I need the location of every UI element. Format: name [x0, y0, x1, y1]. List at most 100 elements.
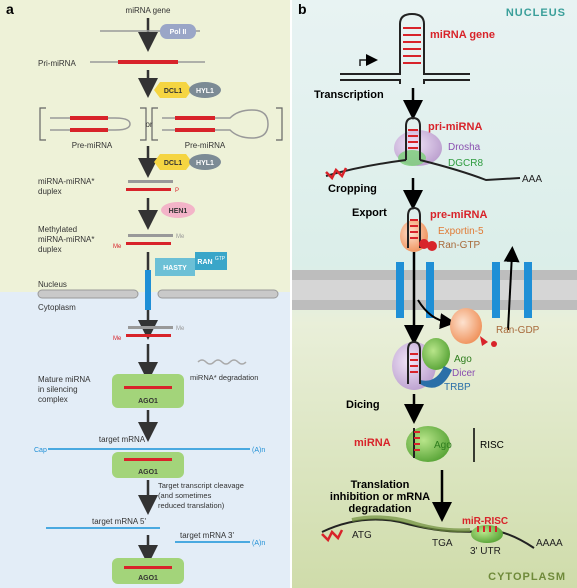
polya-label: (A)n	[252, 447, 265, 454]
hen1-label: HEN1	[169, 208, 188, 215]
pri-mirna-label: Pri-miRNA	[38, 59, 76, 68]
fragment-3-label: target mRNA 3'	[180, 531, 234, 540]
hairpin-rna-icon	[50, 116, 131, 132]
hairpin-rna-icon	[405, 116, 421, 160]
cap-label: Cap	[34, 447, 47, 454]
svg-text:Me: Me	[113, 336, 122, 342]
cleavage-label-line1: Target transcript cleavage	[158, 481, 244, 490]
mirna-gene-label: miRNA gene	[126, 6, 171, 15]
mirna-strand	[124, 458, 172, 461]
recycle-arrow	[503, 246, 520, 331]
fragment-5-label: target mRNA 5'	[92, 517, 146, 526]
polya-label: (A)n	[252, 540, 265, 547]
dgcr8-label: DGCR8	[448, 158, 483, 169]
ago1-label: AGO1	[138, 575, 158, 582]
hairpin-rna-icon	[162, 109, 269, 139]
methyl-label-line3: duplex	[38, 245, 62, 254]
mir-risc-label: miR-RISC	[462, 516, 508, 527]
hyl1-protein	[189, 82, 221, 98]
translation-label-line1: Translation	[351, 479, 410, 491]
aaaa-label: AAAA	[536, 538, 563, 549]
pre-mirna-label-right: Pre-miRNA	[185, 141, 226, 150]
dicing-label: Dicing	[346, 399, 380, 411]
duplex-label-line2: duplex	[38, 187, 62, 196]
aaa-label: AAA	[522, 174, 542, 185]
nuclear-pore-icon	[492, 262, 500, 318]
svg-text:Me: Me	[176, 326, 185, 332]
hyl1-protein	[189, 154, 221, 170]
duplex-label-line1: miRNA-miRNA*	[38, 177, 94, 186]
pre-mirna-label: pre-miRNA	[430, 209, 488, 221]
hairpin-rna-icon	[340, 12, 470, 84]
gtp-label: GTP	[215, 256, 226, 262]
mirna-teeth	[414, 431, 420, 451]
ago-protein	[406, 426, 450, 462]
or-label: or	[145, 120, 152, 129]
mirna-strand	[124, 566, 172, 569]
dcl1-protein	[154, 154, 192, 170]
hen1-protein	[161, 202, 195, 218]
nucleus-title: NUCLEUS	[506, 7, 566, 19]
mirna-strand	[124, 386, 172, 389]
bracket-left-close	[140, 107, 147, 141]
svg-text:Me: Me	[113, 244, 122, 250]
trbp-label: TRBP	[444, 382, 471, 393]
degraded-strand	[197, 359, 247, 365]
cytoplasm-title: CYTOPLASM	[488, 571, 566, 583]
ran-gtp-protein	[419, 239, 429, 249]
pre-mirna-label-left: Pre-miRNA	[72, 141, 113, 150]
atg-label: ATG	[352, 530, 372, 541]
dicer-label: Dicer	[452, 368, 476, 379]
mirna-teeth	[477, 526, 497, 532]
dcl1-label: DCL1	[164, 88, 182, 95]
panel-a-letter: a	[6, 1, 14, 17]
mirna-label: miRNA	[354, 437, 391, 449]
risc-label: RISC	[480, 440, 504, 451]
ran-protein	[195, 252, 227, 270]
transcription-label: Transcription	[314, 89, 384, 101]
ago-label: Ago	[434, 440, 452, 451]
pri-mirna-red-region	[118, 60, 178, 64]
bracket-right-open	[151, 107, 158, 141]
ago1-complex	[112, 558, 184, 584]
nuclear-pore-icon	[524, 262, 532, 318]
target-mrna-label: target mRNA	[99, 435, 146, 444]
panel-b: b NUCLEUS miRNA gene Transcription	[292, 0, 577, 588]
mature-label-line1: Mature miRNA	[38, 375, 91, 384]
trbp-protein	[420, 366, 452, 388]
ran-label: RAN	[197, 259, 212, 266]
membrane-icon	[157, 289, 279, 299]
cleavage-label-line2: (and sometimes	[158, 491, 212, 500]
pol2-protein	[160, 24, 196, 39]
nuclear-pore-icon	[145, 270, 151, 310]
cap-marker	[325, 167, 348, 181]
degradation-label: miRNA* degradation	[190, 373, 258, 382]
dcl1-protein	[154, 82, 192, 98]
ran-gdp-red	[480, 336, 488, 346]
export-label: Export	[352, 207, 387, 219]
translation-label-line3: degradation	[349, 503, 412, 515]
recycle-arrow	[417, 299, 456, 330]
methyl-label-line1: Methylated	[38, 225, 77, 234]
svg-text:P: P	[175, 188, 179, 194]
tga-label: TGA	[432, 538, 453, 549]
cap-marker	[321, 529, 344, 543]
cds-region	[351, 515, 471, 533]
methyl-label-line2: miRNA-miRNA*	[38, 235, 94, 244]
hasty-label: HASTY	[163, 265, 187, 272]
ago-protein	[422, 338, 450, 370]
svg-text:Me: Me	[176, 234, 185, 240]
mirna-gene-label: miRNA gene	[430, 29, 495, 41]
ran-gdp-red	[491, 341, 497, 347]
cytoplasm-label: Cytoplasm	[38, 303, 76, 312]
utr-label: 3' UTR	[470, 546, 501, 557]
nuclear-pore-icon	[396, 262, 404, 318]
ago1-complex	[112, 374, 184, 408]
panel-b-letter: b	[298, 1, 307, 17]
nucleus-label: Nucleus	[38, 280, 67, 289]
dgcr8-protein	[398, 150, 426, 166]
translation-label-line2: inhibition or mRNA	[330, 491, 430, 503]
ago-label: Ago	[454, 354, 472, 365]
ran-gdp-protein	[450, 308, 482, 344]
